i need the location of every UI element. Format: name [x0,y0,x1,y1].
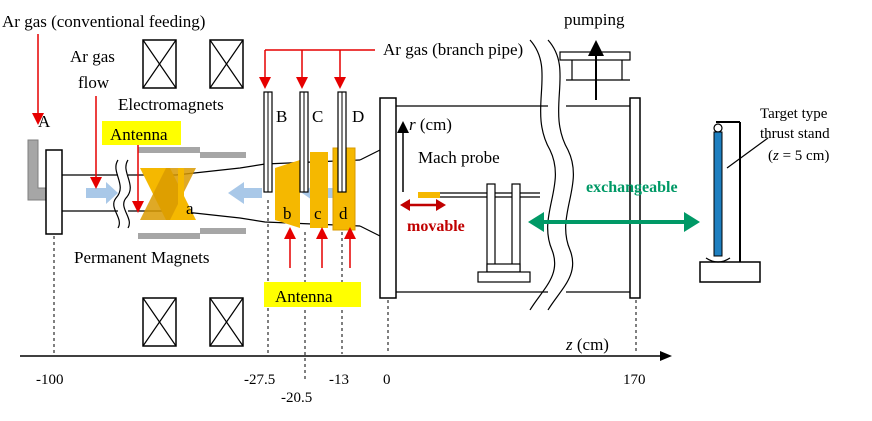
label-pumping: pumping [564,10,625,29]
label-mach-probe: Mach probe [418,148,500,167]
tick-minus-27-5: -27.5 [244,372,275,388]
port-a: A [38,112,51,131]
label-thrust-1: Target type [760,106,828,122]
label-thrust-3: (z = 5 cm) [768,148,829,164]
label-r-axis: r (cm) [409,115,452,134]
label-ar-conventional: Ar gas (conventional feeding) [2,12,205,31]
antenna-b [275,160,300,228]
antenna-label-a: a [186,199,194,218]
mach-probe [418,183,540,283]
permanent-magnets [138,147,246,239]
antenna-bottom-arrows [284,227,356,268]
port-d: D [352,107,364,126]
label-antenna-bottom: Antenna [275,287,333,306]
label-ar-branch: Ar gas (branch pipe) [383,40,523,59]
chamber-flange-left [379,97,397,299]
tick-minus-20-5: -20.5 [281,390,312,406]
flow-arrow-branch-1 [228,182,262,204]
label-movable: movable [407,218,465,235]
thrust-stand-pointer [726,137,769,169]
label-thrust-2: thrust stand [760,126,830,142]
thrust-stand [699,121,761,283]
electromagnet-top-left [142,39,177,89]
exchangeable-arrow [528,212,700,232]
tick-minus-100: -100 [36,372,64,388]
port-c: C [312,107,323,126]
antenna-label-c: c [314,204,322,223]
antenna-label-d: d [339,204,348,223]
branch-pipe-d [337,91,347,193]
z-axis [20,351,672,361]
gas-conventional-arrows [32,34,102,189]
tick-minus-13: -13 [329,372,349,388]
label-antenna-top: Antenna [110,125,168,144]
branch-pipe-c [299,91,309,193]
antenna-top-highlight [102,121,181,145]
source-flange-left [45,149,63,235]
electromagnet-top-right [209,39,244,89]
tick-170: 170 [623,372,646,388]
electromagnet-bottom-right [209,297,244,347]
branch-pipe-b [263,91,273,193]
antenna-label-b: b [283,204,292,223]
antenna-c [310,152,328,228]
branch-gas-arrows [259,49,375,89]
port-b: B [276,107,287,126]
electromagnet-bottom-left [142,297,177,347]
label-permanent-magnets: Permanent Magnets [74,248,210,267]
label-ar-flow-2: flow [78,73,110,92]
label-ar-flow-1: Ar gas [70,47,115,66]
movable-arrow [400,199,446,211]
antenna-a [140,168,196,220]
antenna-bottom-highlight [264,282,361,307]
flow-arrow-inlet [86,182,118,204]
label-electromagnets: Electromagnets [118,95,224,114]
tick-zero: 0 [383,372,391,388]
chamber-flange-right [629,97,641,299]
label-exchangeable: exchangeable [586,179,678,196]
label-z-axis: z (cm) [565,335,609,354]
